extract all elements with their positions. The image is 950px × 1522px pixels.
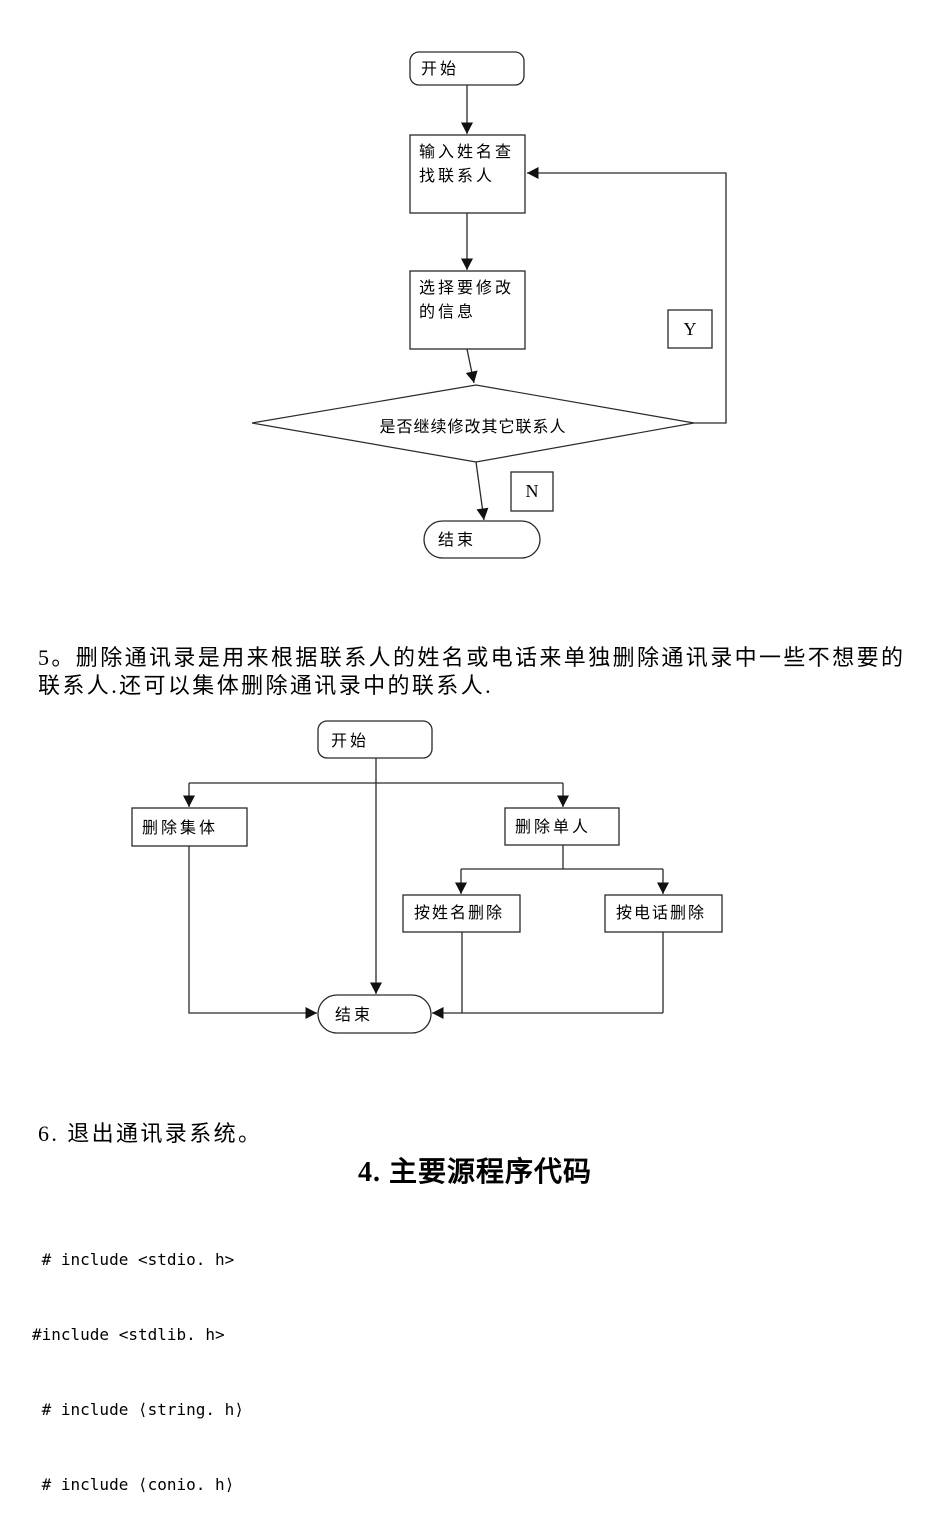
fc1-yes-box bbox=[667, 309, 713, 349]
fc2-by-phone-shape bbox=[604, 894, 723, 933]
fc1-yes-label: Y bbox=[683, 318, 697, 339]
paragraph-delete-description: 5。删除通讯录是用来根据联系人的姓名或电话来单独删除通讯录中一些不想要的 联系人… bbox=[38, 644, 905, 700]
fc2-delete-single-shape bbox=[504, 807, 620, 846]
fc2-by-name-label: 按姓名删除 bbox=[414, 905, 505, 922]
fc1-arrow-decision-to-end bbox=[475, 461, 489, 521]
fc1-step1-label: 输入姓名查 找联系人 bbox=[419, 141, 514, 189]
fc1-step2-label: 选择要修改 的信息 bbox=[419, 277, 514, 325]
code-line-conio: # include ⟨conio. h⟩ bbox=[32, 1475, 235, 1494]
fc1-no-box bbox=[510, 471, 554, 512]
fc2-end-shape bbox=[317, 994, 432, 1034]
fc2-delete-group-shape bbox=[131, 807, 248, 847]
code-include-block: # include <stdio. h> #include <stdlib. h… bbox=[32, 1197, 244, 1522]
fc1-decision-diamond bbox=[251, 384, 695, 463]
fc1-step1-line1: 输入姓名查 bbox=[419, 144, 515, 161]
fc1-step2-line1: 选择要修改 bbox=[419, 280, 515, 297]
fc2-start-shape bbox=[317, 720, 433, 759]
code-line-string: # include ⟨string. h⟩ bbox=[32, 1400, 244, 1419]
fc1-end-label: 结束 bbox=[438, 532, 477, 549]
fc2-start-label: 开始 bbox=[331, 733, 370, 750]
fc1-feedback-yes-line bbox=[527, 167, 727, 424]
fc1-step2-shape bbox=[409, 270, 526, 350]
fc1-decision-label: 是否继续修改其它联系人 bbox=[379, 419, 567, 436]
fc2-by-phone-label: 按电话删除 bbox=[616, 905, 707, 922]
section-heading-source-code: 4. 主要源程序代码 bbox=[357, 1157, 592, 1188]
fc2-by-name-shape bbox=[402, 894, 521, 933]
paragraph-delete-line1: 5。删除通讯录是用来根据联系人的姓名或电话来单独删除通讯录中一些不想要的 bbox=[38, 645, 906, 670]
fc2-end-label: 结束 bbox=[335, 1007, 374, 1024]
code-line-stdlib: #include <stdlib. h> bbox=[32, 1325, 225, 1344]
fc1-start-shape bbox=[409, 51, 525, 86]
code-line-stdio: # include <stdio. h> bbox=[32, 1250, 235, 1269]
fc1-arrow-step2-to-decision bbox=[465, 348, 478, 384]
fc1-end-shape bbox=[423, 520, 541, 559]
fc1-step1-line2: 找联系人 bbox=[419, 168, 496, 185]
paragraph-delete-line2: 联系人.还可以集体删除通讯录中的联系人. bbox=[38, 673, 494, 698]
fc1-step2-line2: 的信息 bbox=[419, 304, 477, 321]
paragraph-exit-system: 6. 退出通讯录系统。 bbox=[38, 1121, 263, 1146]
fc1-start-label: 开始 bbox=[421, 61, 460, 78]
flowchart-shapes-layer bbox=[131, 51, 727, 1034]
fc2-delete-group-label: 删除集体 bbox=[142, 820, 219, 837]
fc1-step1-shape bbox=[409, 134, 526, 214]
fc1-no-label: N bbox=[525, 481, 539, 501]
fc2-group-to-end-line bbox=[188, 845, 317, 1019]
fc2-delete-single-label: 删除单人 bbox=[515, 819, 592, 836]
